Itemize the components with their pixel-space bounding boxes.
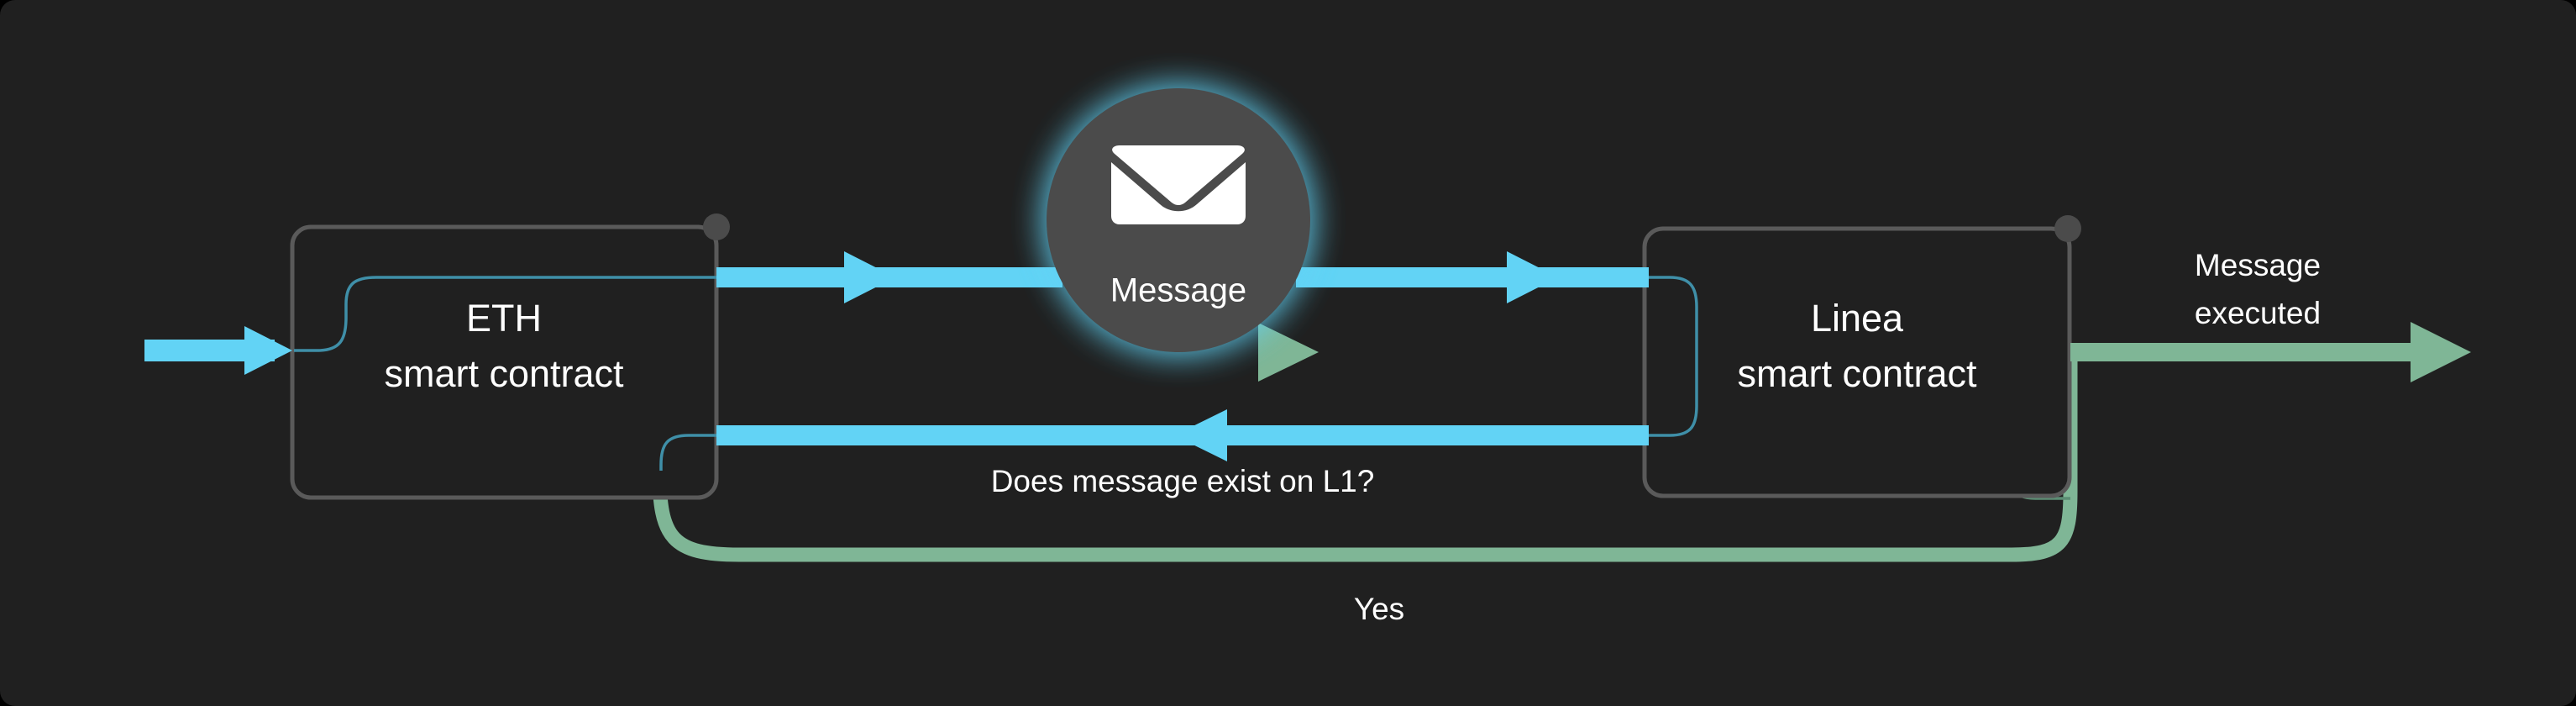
edge-yes: Yes: [652, 323, 2078, 626]
message-node-label: Message: [1110, 272, 1246, 309]
edge-input: [144, 326, 292, 375]
edge-yes-label: Yes: [1354, 592, 1404, 626]
eth-cyan-return-trace: [659, 434, 716, 471]
eth-contract-label-line2: smart contract: [384, 352, 624, 395]
edge-message-executed-label-line1: Message: [2195, 248, 2321, 282]
edge-message-to-linea-arrowhead: [1507, 251, 1558, 303]
edge-yes-path: [652, 357, 2078, 562]
eth-contract-handle-dot[interactable]: [703, 213, 730, 240]
edge-message-to-linea-line: [1296, 267, 1649, 287]
edge-message-to-linea: [1296, 251, 1649, 303]
eth-contract-label-line1: ETH: [466, 297, 542, 340]
linea-contract-label-line2: smart contract: [1737, 352, 1977, 395]
linea-contract-box[interactable]: [1642, 226, 2072, 498]
edge-yes-arrowhead: [1258, 323, 1319, 382]
edge-eth-to-message: [716, 251, 1062, 303]
edge-eth-to-message-arrowhead: [844, 251, 895, 303]
envelope-icon: [1111, 145, 1246, 224]
edge-message-executed-line: [2070, 343, 2423, 361]
eth-cyan-trace: [294, 276, 716, 352]
edge-message-executed-arrowhead: [2411, 322, 2471, 382]
linea-contract-handle-dot[interactable]: [2054, 215, 2081, 242]
edge-query-l1: Does message exist on L1?: [716, 409, 1649, 498]
eth-contract-box[interactable]: [290, 224, 719, 500]
node-linea-contract[interactable]: Linea smart contract: [1642, 215, 2081, 498]
node-eth-contract[interactable]: ETH smart contract: [290, 213, 730, 500]
edge-message-executed: Message executed: [2070, 248, 2471, 382]
edge-query-l1-arrowhead: [1174, 409, 1227, 461]
linea-cyan-trace: [1645, 276, 1698, 437]
edge-input-arrowhead: [244, 326, 292, 375]
edge-message-executed-label-line2: executed: [2195, 296, 2321, 330]
node-message[interactable]: Message: [1047, 88, 1310, 352]
linea-contract-label-line1: Linea: [1811, 297, 1904, 340]
edge-query-l1-label: Does message exist on L1?: [991, 464, 1375, 498]
